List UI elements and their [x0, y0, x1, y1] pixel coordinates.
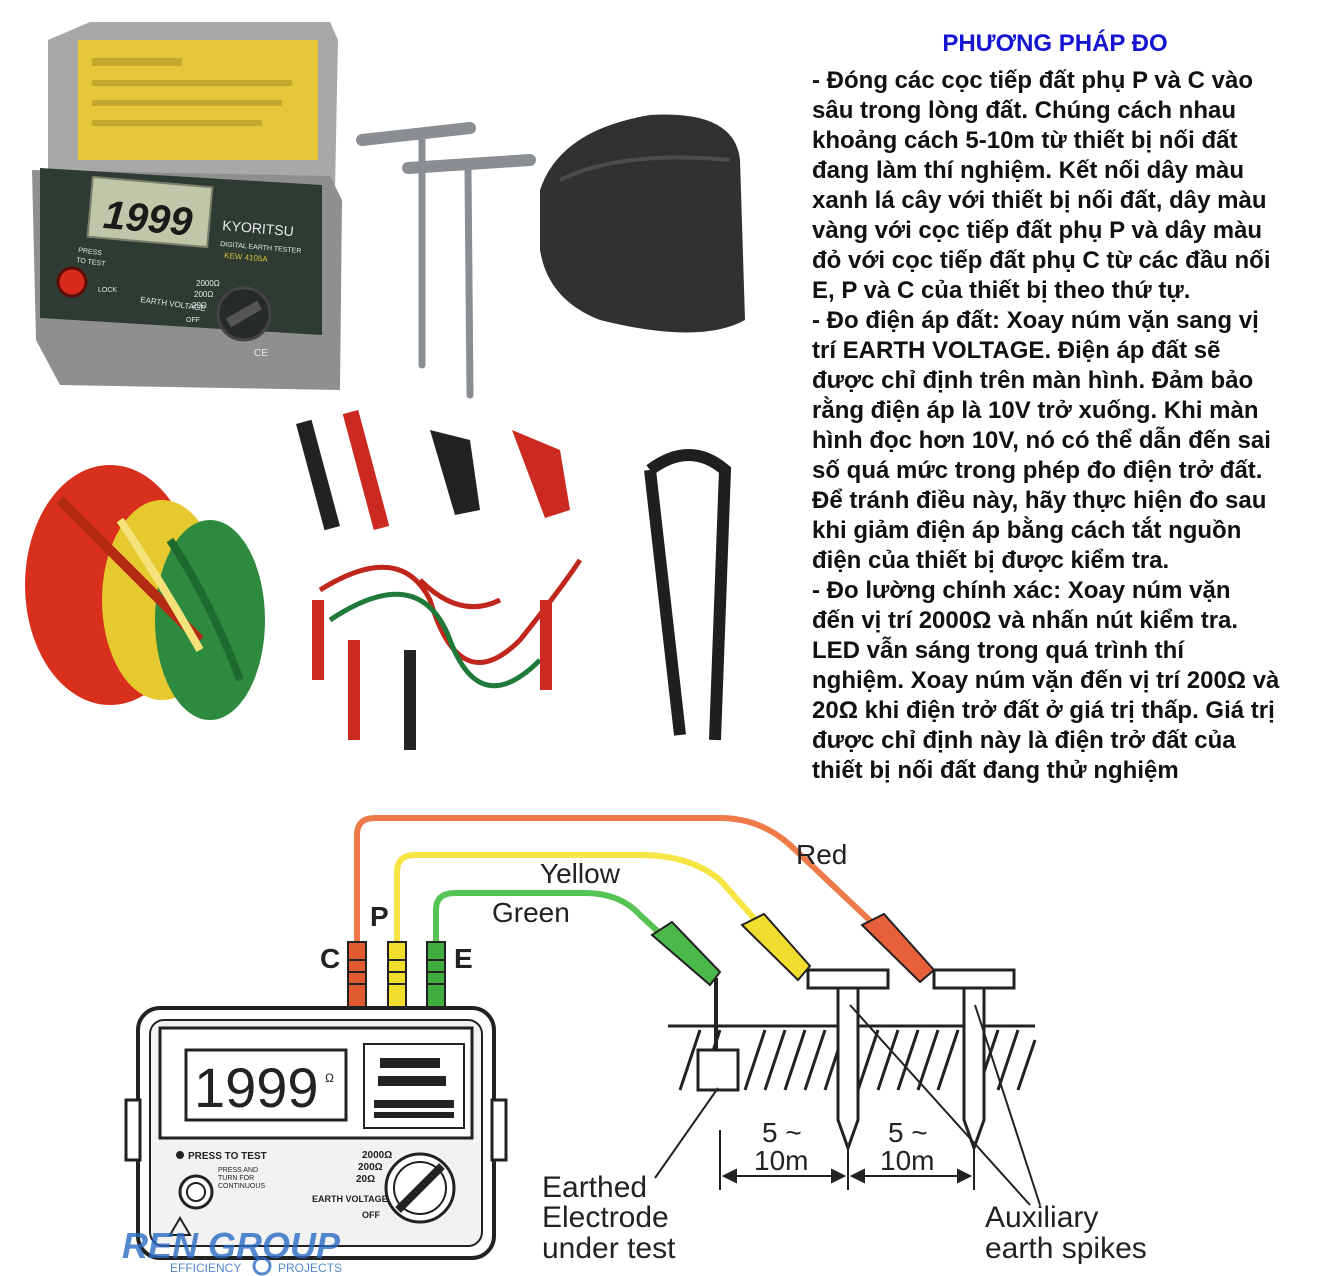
label-red-wire: Red [796, 839, 847, 870]
cable-reels [25, 465, 265, 720]
meter-range-20: 20Ω [356, 1174, 375, 1185]
logo-tag-right: PROJECTS [278, 1261, 342, 1275]
tester-device: 1999 KYORITSU DIGITAL EARTH TESTER KEW 4… [32, 22, 342, 390]
distance-1-top: 5 ~ [762, 1117, 802, 1148]
clip-red [860, 912, 936, 984]
product-photo: 1999 KYORITSU DIGITAL EARTH TESTER KEW 4… [25, 22, 745, 750]
instruction-step-1: - Đóng các cọc tiếp đất phụ P và C vào s… [812, 67, 1271, 304]
spikes-label-1: Auxiliary [985, 1201, 1098, 1234]
spike-pointer-1 [849, 1004, 1031, 1206]
photo-model-line2: KEW 4105A [224, 251, 269, 264]
red-wire [354, 815, 883, 950]
terminal-c [347, 941, 367, 1009]
instruction-step-2: - Đo điện áp đất: Xoay núm vặn sang vị t… [812, 307, 1271, 574]
meter-continuous: CONTINUOUS [218, 1183, 265, 1190]
photo-off-label: OFF [186, 317, 200, 324]
logo-gear-icon [252, 1256, 272, 1276]
photo-brand: KYORITSU [222, 217, 295, 239]
electrode-label-3: under test [542, 1232, 676, 1265]
earth-tester-drawing: 1999 Ω PRESS TO TEST PRESS AND TURN FOR … [124, 1006, 508, 1260]
photo-lock-label: LOCK [98, 287, 117, 294]
spike-c [932, 968, 1016, 1153]
photo-to-test-label: TO TEST [76, 257, 107, 268]
photo-range-200: 200Ω [194, 290, 213, 299]
meter-earth-voltage: EARTH VOLTAGE [312, 1194, 388, 1204]
instruction-step-3: - Đo lường chính xác: Xoay núm vặn đến v… [812, 577, 1280, 784]
method-instructions: - Đóng các cọc tiếp đất phụ P và C vào s… [812, 66, 1327, 786]
distance-1-bottom: 10m [754, 1145, 808, 1176]
method-heading: PHƯƠNG PHÁP ĐO [942, 30, 1168, 57]
meter-off: OFF [362, 1210, 380, 1220]
photo-ce-mark: CE [254, 348, 268, 359]
photo-press-label: PRESS [78, 247, 103, 257]
clip-green [650, 920, 722, 987]
meter-press-and: PRESS AND [218, 1167, 258, 1174]
electrode-pointer [654, 1087, 719, 1179]
label-terminal-e: E [454, 943, 473, 974]
spikes-label-2: earth spikes [985, 1232, 1147, 1265]
meter-turn-for: TURN FOR [218, 1175, 254, 1182]
distance-marker-2 [849, 1150, 975, 1190]
logo-name: REN GROUP [122, 1225, 341, 1266]
yellow-wire [394, 852, 763, 950]
label-terminal-c: C [320, 943, 340, 974]
clip-yellow [740, 912, 812, 982]
neck-strap [644, 449, 732, 741]
electrode-label-2: Electrode [542, 1201, 669, 1234]
photo-display-reading: 1999 [102, 193, 195, 245]
wiring-diagram: Red Yellow Green C P E 1999 Ω [122, 815, 1147, 1276]
label-yellow-wire: Yellow [540, 858, 621, 889]
meter-press-to-test: PRESS TO TEST [188, 1151, 267, 1162]
meter-range-200: 200Ω [358, 1162, 383, 1173]
meter-display-reading: 1999 [194, 1056, 319, 1119]
ren-group-logo: REN GROUP EFFICIENCY PROJECTS [122, 1225, 342, 1276]
terminal-p [387, 941, 407, 1009]
spike-p [806, 968, 890, 1153]
electrode-label-1: Earthed [542, 1171, 647, 1204]
distance-marker-1 [719, 1130, 849, 1190]
terminal-e [426, 941, 446, 1009]
carrying-case [540, 114, 745, 333]
earthed-electrode [696, 978, 740, 1092]
meter-range-2000: 2000Ω [362, 1150, 392, 1161]
test-leads [296, 409, 583, 750]
photo-range-20: 20Ω [192, 301, 207, 310]
meter-display-unit: Ω [325, 1071, 334, 1085]
distance-2-top: 5 ~ [888, 1117, 928, 1148]
photo-range-2000: 2000Ω [196, 279, 220, 288]
label-green-wire: Green [492, 897, 570, 928]
spike-pointer-2 [974, 1004, 1041, 1206]
earth-spike-probes [356, 122, 536, 399]
logo-tag-left: EFFICIENCY [170, 1261, 241, 1275]
label-terminal-p: P [370, 901, 389, 932]
distance-2-bottom: 10m [880, 1145, 934, 1176]
meter-test-button [178, 1174, 214, 1210]
green-wire [433, 890, 668, 950]
photo-test-button [56, 266, 88, 298]
